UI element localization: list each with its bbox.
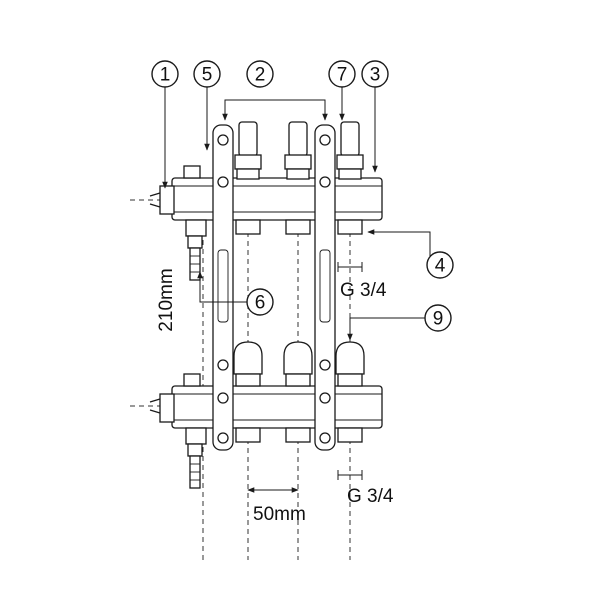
bottom-header-bar bbox=[149, 385, 383, 429]
air-vent-top bbox=[183, 165, 207, 281]
valve-cap-2 bbox=[283, 341, 313, 387]
svg-text:9: 9 bbox=[433, 309, 444, 330]
svg-text:1: 1 bbox=[160, 65, 171, 86]
svg-text:6: 6 bbox=[255, 293, 266, 314]
svg-text:7: 7 bbox=[337, 65, 348, 86]
svg-text:4: 4 bbox=[435, 256, 446, 277]
flow-meter-3 bbox=[336, 121, 364, 180]
thread-label-bottom: G 3/4 bbox=[347, 486, 394, 507]
svg-text:2: 2 bbox=[255, 65, 266, 86]
height-dimension-label: 210mm bbox=[156, 268, 177, 331]
leader-lines bbox=[162, 85, 431, 341]
svg-text:5: 5 bbox=[202, 65, 213, 86]
flow-meter-2 bbox=[284, 121, 312, 180]
flow-meter-1 bbox=[234, 121, 262, 180]
bracket-right bbox=[314, 124, 336, 451]
callout-4: 4 bbox=[426, 251, 454, 279]
callout-5: 5 bbox=[193, 60, 221, 88]
svg-text:3: 3 bbox=[370, 65, 381, 86]
callout-6: 6 bbox=[246, 288, 274, 316]
top-outlets bbox=[235, 219, 363, 235]
air-vent-bottom bbox=[183, 373, 207, 489]
callout-7: 7 bbox=[328, 60, 356, 88]
spacing-dimension-label: 50mm bbox=[253, 504, 306, 525]
valve-cap-1 bbox=[233, 341, 263, 387]
thread-dim-bottom bbox=[337, 470, 363, 480]
callout-9: 9 bbox=[424, 304, 452, 332]
thread-dim-top bbox=[337, 262, 363, 272]
callout-3: 3 bbox=[361, 60, 389, 88]
thread-label-top: G 3/4 bbox=[340, 280, 387, 301]
bracket-left bbox=[212, 124, 234, 451]
top-header-bar bbox=[149, 177, 383, 221]
valve-cap-3 bbox=[335, 341, 365, 387]
callout-1: 1 bbox=[151, 60, 179, 88]
callout-2: 2 bbox=[246, 60, 274, 88]
bottom-outlets bbox=[235, 427, 363, 443]
